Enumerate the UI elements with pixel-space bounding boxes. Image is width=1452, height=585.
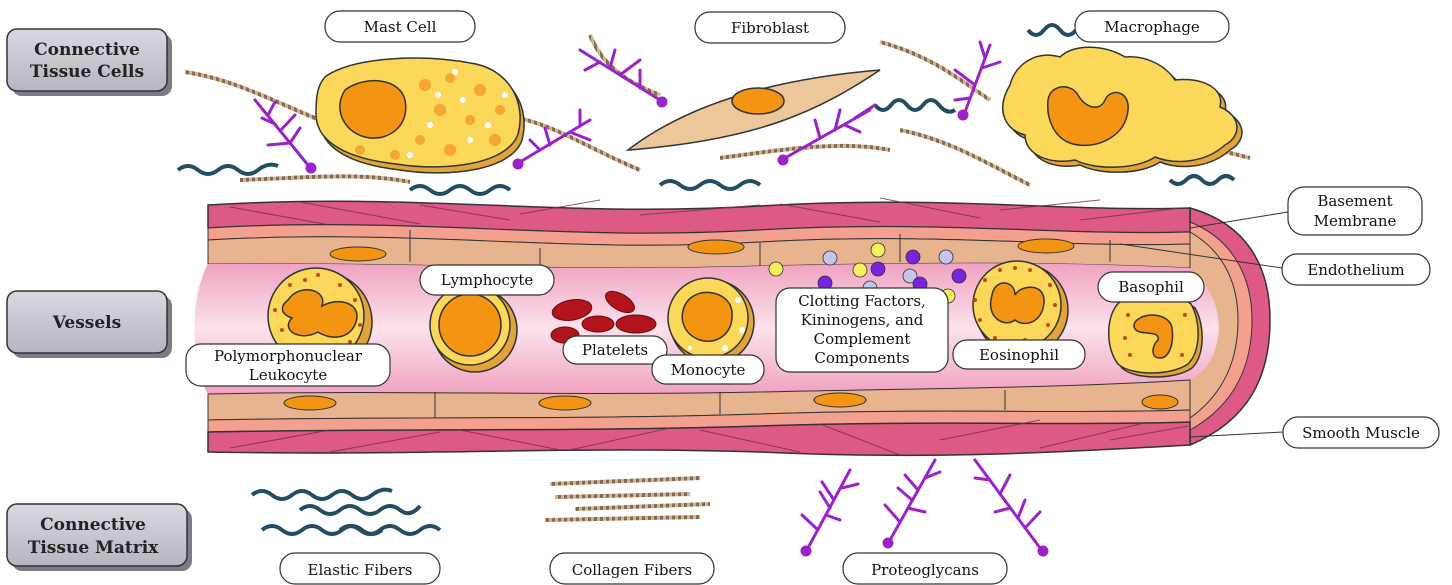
label-platelets: Platelets [563,336,667,364]
proteoglycans-illustration [802,460,1047,555]
category-label-line2: Tissue Matrix [28,538,159,558]
svg-text:Platelets: Platelets [582,341,648,359]
svg-text:Proteoglycans: Proteoglycans [871,561,979,579]
category-box-vessels: Vessels [7,291,172,358]
svg-text:Monocyte: Monocyte [671,361,746,379]
label-collagen-fibers: Collagen Fibers [550,553,714,584]
label-monocyte: Monocyte [652,355,764,384]
label-macrophage: Macrophage [1075,11,1229,42]
basophil [1109,294,1202,377]
svg-text:Basophil: Basophil [1118,278,1184,296]
svg-text:Leukocyte: Leukocyte [249,366,328,384]
label-clotting-factors: Clotting Factors, Kininogens, and Comple… [776,288,948,372]
svg-text:Polymorphonuclear: Polymorphonuclear [214,347,363,365]
category-label: Vessels [52,313,121,333]
svg-text:Components: Components [814,349,909,367]
elastic-fibers-illustration [252,490,440,534]
label-proteoglycans: Proteoglycans [843,553,1007,584]
label-lymphocyte: Lymphocyte [420,265,554,295]
label-fibroblast: Fibroblast [695,12,845,43]
svg-text:Lymphocyte: Lymphocyte [441,271,534,289]
label-polymorphonuclear-leukocyte: Polymorphonuclear Leukocyte [186,344,390,386]
mast-cell [316,58,524,173]
category-box-connective-tissue-cells: Connective Tissue Cells [7,29,172,96]
svg-text:Complement: Complement [814,330,911,348]
svg-text:Fibroblast: Fibroblast [731,19,809,37]
svg-text:Clotting Factors,: Clotting Factors, [798,292,926,310]
label-eosinophil: Eosinophil [953,340,1085,369]
label-endothelium: Endothelium [1282,254,1430,285]
svg-text:Macrophage: Macrophage [1104,18,1200,36]
svg-text:Kininogens, and: Kininogens, and [801,311,924,329]
svg-text:Basement: Basement [1317,192,1392,210]
svg-text:Membrane: Membrane [1314,212,1397,230]
label-basement-membrane: Basement Membrane [1288,187,1422,235]
label-mast-cell: Mast Cell [325,11,475,42]
svg-text:Elastic Fibers: Elastic Fibers [308,561,413,579]
collagen-fibers-illustration [545,478,710,520]
svg-text:Collagen Fibers: Collagen Fibers [572,561,693,579]
category-box-connective-tissue-matrix: Connective Tissue Matrix [7,504,192,571]
svg-text:Endothelium: Endothelium [1307,261,1404,279]
label-smooth-muscle: Smooth Muscle [1283,417,1439,448]
category-label-line1: Connective [40,515,146,535]
fibroblast [628,70,880,150]
category-label-line1: Connective [34,40,140,60]
category-label-line2: Tissue Cells [30,62,144,82]
svg-text:Eosinophil: Eosinophil [979,346,1059,364]
svg-text:Smooth Muscle: Smooth Muscle [1302,424,1420,442]
label-elastic-fibers: Elastic Fibers [280,553,440,584]
svg-text:Mast Cell: Mast Cell [364,18,437,36]
monocyte [668,278,754,364]
label-basophil: Basophil [1098,272,1204,302]
macrophage [1003,47,1242,172]
